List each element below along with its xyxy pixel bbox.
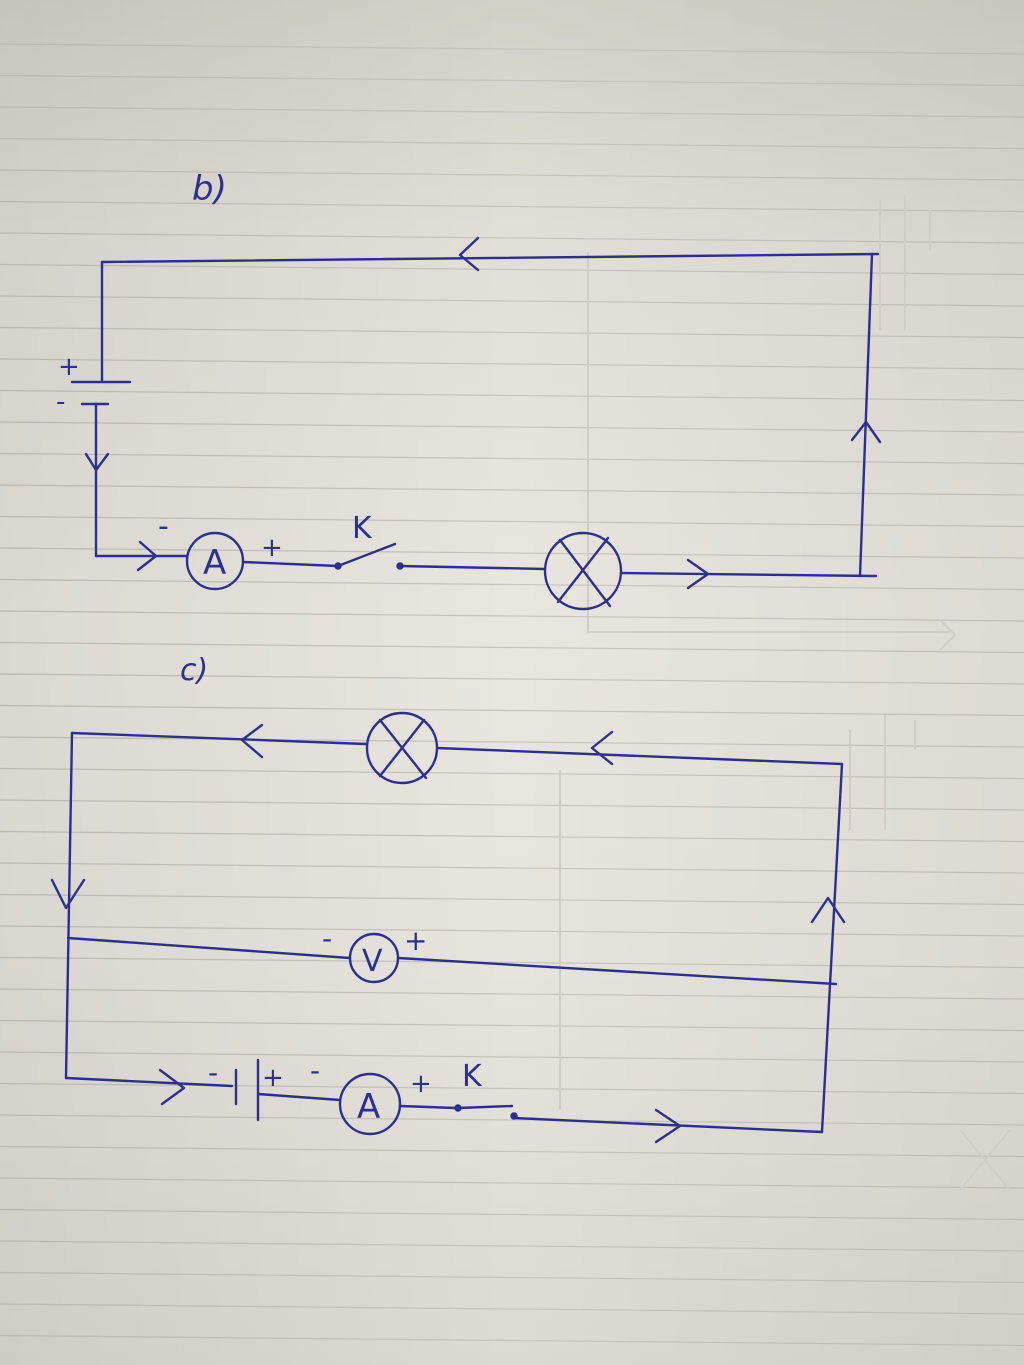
wire-b-bottom-right [619,571,878,578]
wire-c-top-left [70,731,368,746]
battery-c-plus-sign: + [262,1063,284,1093]
voltmeter-c-symbol: V [362,944,383,979]
ammeter-c-symbol: A [357,1087,380,1127]
wire-c-bottom-left [64,1076,234,1088]
voltmeter-c-plus-sign: + [404,924,427,957]
arrow-up-icon [850,420,882,444]
wire-c-top-right [435,746,844,766]
wire-b-switch-lamp [398,564,547,571]
ammeter-c-minus-sign: - [310,1054,320,1087]
arrow-left-icon [458,236,480,272]
battery-c-minus-sign: - [208,1056,218,1089]
ammeter-c [338,1072,402,1136]
arrow-right-icon [654,1108,682,1144]
ammeter-b-symbol: A [203,543,226,583]
wire-c-battery-ammeter [256,1092,342,1102]
arrow-left-icon [240,723,264,759]
switch-c-blade [456,1104,514,1110]
label-b: b) [192,169,227,209]
arrow-right-icon [136,540,158,572]
battery-b-plus-sign: + [58,352,80,382]
circuit-b [70,236,882,611]
wire-c-bottom-right [512,1116,824,1134]
switch-b-blade [336,542,397,568]
lamp-c-cross [378,718,428,780]
arrow-left-icon [590,730,614,766]
arrow-up-icon [810,896,846,924]
arrow-right-icon [158,1068,186,1106]
show-through-marks [559,195,1011,1191]
switch-c-label: K [462,1059,483,1094]
arrow-right-icon [686,558,710,590]
lamp-b-cross [556,536,612,608]
ammeter-b-plus-sign: + [261,533,283,563]
ammeter-b-minus-sign: - [158,509,169,544]
arrow-down-icon [84,452,110,472]
wire-b-right [858,252,874,578]
arrow-down-icon [50,878,86,910]
switch-b-label: K [352,511,373,546]
label-c: c) [180,653,208,688]
wire-c-voltmeter-left [66,936,352,960]
wire-c-right [820,762,844,1134]
wire-b-ammeter-switch [241,560,340,568]
lamp-b [543,531,623,611]
voltmeter-c-minus-sign: - [322,922,332,955]
wire-b-top [100,252,880,264]
wire-c-ammeter-switch [398,1104,458,1110]
circuit-c [50,711,846,1144]
ammeter-c-plus-sign: + [410,1069,432,1099]
battery-b-minus-sign: - [56,387,65,417]
wire-c-voltmeter-right [396,956,838,986]
